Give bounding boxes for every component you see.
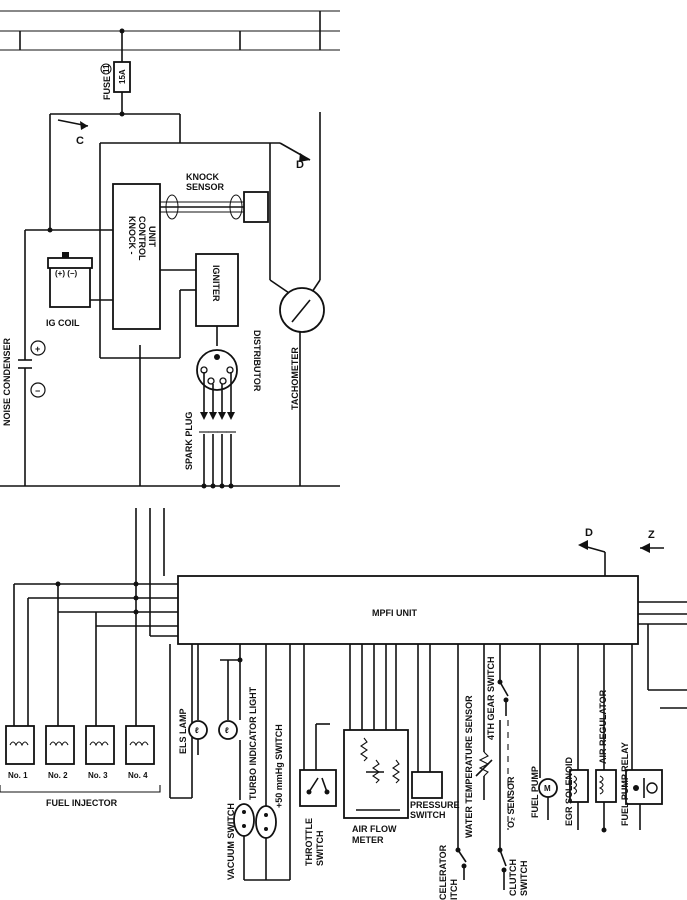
throttle-switch-label-2: SWITCH bbox=[315, 831, 325, 867]
air-regulator-label: AIR REGULATOR bbox=[598, 689, 608, 764]
accelerator-switch-label-1: CELERATOR bbox=[438, 844, 448, 900]
injector-4: No. 4 bbox=[125, 725, 155, 780]
noise-condenser-label: NOISE CONDENSER bbox=[2, 337, 12, 426]
distributor: DISTRIBUTOR bbox=[196, 330, 262, 420]
injector-3-label: No. 3 bbox=[88, 771, 108, 780]
igniter-label: IGNITER bbox=[211, 265, 221, 302]
arrow-z-label: Z bbox=[648, 529, 655, 541]
tachometer: TACHOMETER bbox=[279, 287, 325, 410]
air-flow-meter-label-2: METER bbox=[352, 835, 384, 845]
injector-1-label: No. 1 bbox=[8, 771, 28, 780]
clutch-switch-label-2: SWITCH bbox=[519, 861, 529, 897]
mpfi-unit-label: MPFI UNIT bbox=[372, 608, 417, 618]
fuel-pump-relay: FUEL PUMP RELAY bbox=[620, 644, 663, 830]
plus-sign: + bbox=[35, 344, 40, 354]
fuel-injector-label: FUEL INJECTOR bbox=[46, 798, 118, 808]
ig-coil-terminals: (+) (−) bbox=[55, 269, 78, 278]
knock-unit-label-2: CONTROL bbox=[137, 216, 147, 261]
knock-sensor: KNOCK SENSOR bbox=[160, 172, 269, 223]
fuse-rating: 15A bbox=[118, 69, 127, 84]
mpfi-unit: MPFI UNIT bbox=[177, 575, 687, 709]
air-flow-meter: AIR FLOW METER bbox=[343, 644, 409, 845]
air-flow-meter-label-1: AIR FLOW bbox=[352, 824, 397, 834]
minus-sign: − bbox=[35, 386, 40, 396]
knock-sensor-label-2: SENSOR bbox=[186, 182, 225, 192]
throttle-switch: THROTTLE SWITCH bbox=[289, 644, 337, 880]
fuel-pump-label: FUEL PUMP bbox=[530, 766, 540, 818]
fuel-pump: M FUEL PUMP bbox=[530, 644, 558, 820]
spark-plug-label: SPARK PLUG bbox=[184, 412, 194, 470]
injector-1: No. 1 bbox=[5, 725, 35, 780]
knock-unit-label-1: KNOCK - bbox=[127, 216, 137, 255]
ig-coil: (+) (−) IG COIL bbox=[46, 252, 93, 328]
injector-4-label: No. 4 bbox=[128, 771, 148, 780]
tachometer-label: TACHOMETER bbox=[290, 347, 300, 410]
fourth-gear-switch-label: 4TH GEAR SWITCH bbox=[486, 656, 496, 740]
fuel-injectors: No. 1 No. 2 No. 3 No. 4 FUEL INJECTOR bbox=[0, 644, 193, 808]
air-regulator: AIR REGULATOR bbox=[595, 644, 617, 833]
vacuum-switch: VACUUM SWITCH bbox=[226, 740, 290, 881]
knock-unit-label-3: UNIT bbox=[147, 226, 157, 247]
injector-2: No. 2 bbox=[45, 725, 75, 780]
els-lamp: ℓ ELS LAMP bbox=[178, 644, 208, 755]
knock-control-unit: KNOCK - CONTROL UNIT bbox=[112, 183, 196, 330]
o2-sensor: O₂ SENSOR bbox=[506, 720, 516, 830]
turbo-indicator-label: TURBO INDICATOR LIGHT bbox=[248, 686, 258, 800]
turbo-indicator: ℓ TURBO INDICATOR LIGHT bbox=[218, 644, 258, 800]
accelerator-switch-label-2: ITCH bbox=[449, 879, 459, 900]
plus50-switch-label: +50 mmHg SWITCH bbox=[274, 724, 284, 808]
top-bus-lines bbox=[0, 10, 340, 51]
water-temperature-sensor-label: WATER TEMPERATURE SENSOR bbox=[464, 695, 474, 838]
els-lamp-glyph: ℓ bbox=[195, 726, 199, 735]
egr-solenoid: EGR SOLENOID bbox=[564, 644, 589, 830]
plus50-switch: +50 mmHg SWITCH bbox=[255, 644, 284, 880]
fourth-gear-switch: 4TH GEAR SWITCH bbox=[486, 644, 509, 740]
fuse-number: 11 bbox=[102, 64, 111, 73]
pressure-switch-label-1: PRESSURE bbox=[410, 800, 460, 810]
turbo-lamp-glyph: ℓ bbox=[225, 726, 229, 735]
ig-coil-label: IG COIL bbox=[46, 318, 80, 328]
mpfi-arrows: D Z bbox=[578, 527, 664, 576]
clutch-switch-label-1: CLUTCH bbox=[508, 859, 518, 896]
fuse: 15A FUSE 11 bbox=[100, 31, 131, 117]
fuel-pump-glyph: M bbox=[544, 784, 551, 793]
knock-sensor-label-1: KNOCK bbox=[186, 172, 219, 182]
distributor-label: DISTRIBUTOR bbox=[252, 330, 262, 392]
injector-wiring bbox=[13, 508, 178, 726]
power-wiring bbox=[0, 112, 340, 487]
injector-2-label: No. 2 bbox=[48, 771, 68, 780]
fuse-label: FUSE bbox=[102, 76, 112, 100]
water-temperature-sensor: WATER TEMPERATURE SENSOR bbox=[464, 644, 493, 838]
arrow-d-label: D bbox=[296, 159, 304, 171]
noise-condenser: + − NOISE CONDENSER bbox=[2, 330, 46, 426]
throttle-switch-label-1: THROTTLE bbox=[304, 818, 314, 866]
pressure-switch-label-2: SWITCH bbox=[410, 810, 446, 820]
clutch-switch: CLUTCH SWITCH bbox=[497, 720, 529, 897]
accelerator-switch: CELERATOR ITCH bbox=[438, 644, 467, 900]
injector-3: No. 3 bbox=[85, 725, 115, 780]
o2-sensor-label: O₂ SENSOR bbox=[506, 776, 516, 828]
arrow-d-lower-label: D bbox=[585, 527, 593, 539]
vacuum-switch-label: VACUUM SWITCH bbox=[226, 803, 236, 880]
arrow-c-label: C bbox=[76, 135, 84, 147]
igniter: IGNITER bbox=[195, 253, 239, 346]
els-lamp-label: ELS LAMP bbox=[178, 708, 188, 754]
egr-solenoid-label: EGR SOLENOID bbox=[564, 756, 574, 826]
fuel-pump-relay-label: FUEL PUMP RELAY bbox=[620, 742, 630, 826]
pressure-switch: PRESSURE SWITCH bbox=[410, 644, 460, 820]
spark-plugs: SPARK PLUG bbox=[184, 412, 236, 489]
